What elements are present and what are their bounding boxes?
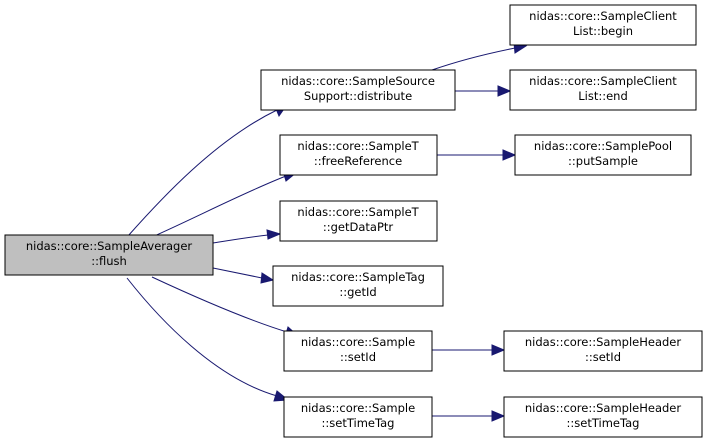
node-label-line1: nidas::core::Sample [301, 401, 415, 415]
node-label-line1: nidas::core::SampleClient [529, 74, 677, 88]
node-label-line1: nidas::core::SampleHeader [525, 401, 681, 415]
edge-root-getDataPtr [212, 229, 282, 244]
edge-root-setTimeTag [126, 277, 290, 402]
edge-setTimeTag-headerSetTimeTag [432, 410, 506, 422]
node-label-line2: List::begin [573, 24, 633, 38]
node-label-line2: ::getDataPtr [323, 220, 394, 234]
node-label-line2: ::getId [339, 285, 376, 299]
node-label-line2: ::flush [91, 254, 127, 268]
node-getId[interactable]: nidas::core::SampleTag ::getId [272, 265, 444, 307]
node-putSample[interactable]: nidas::core::SamplePool ::putSample [514, 134, 692, 176]
node-setId[interactable]: nidas::core::Sample ::setId [283, 330, 433, 372]
node-label-line1: nidas::core::SampleT [297, 205, 419, 219]
node-label-line1: nidas::core::Sample [301, 335, 415, 349]
node-label-line1: nidas::core::SampleClient [529, 9, 677, 23]
node-label-line2: List::end [578, 89, 628, 103]
node-label-line1: nidas::core::SampleSource [281, 74, 435, 88]
node-distribute[interactable]: nidas::core::SampleSource Support::distr… [260, 69, 456, 111]
node-label-line2: ::setTimeTag [322, 416, 395, 430]
node-label-line1: nidas::core::SampleAverager [26, 239, 193, 253]
node-root[interactable]: nidas::core::SampleAverager ::flush [4, 234, 214, 276]
node-label-line1: nidas::core::SamplePool [534, 139, 672, 153]
node-end[interactable]: nidas::core::SampleClient List::end [509, 69, 697, 111]
edge-root-getId [212, 267, 275, 284]
node-begin[interactable]: nidas::core::SampleClient List::begin [509, 4, 697, 46]
node-getDataPtr[interactable]: nidas::core::SampleT ::getDataPtr [279, 200, 438, 242]
node-setTimeTag[interactable]: nidas::core::Sample ::setTimeTag [283, 396, 433, 438]
edge-distribute-end [455, 85, 512, 97]
node-header-setTimeTag[interactable]: nidas::core::SampleHeader ::setTimeTag [503, 396, 703, 438]
node-label-line2: ::freeReference [314, 154, 402, 168]
node-label-line2: Support::distribute [304, 89, 412, 103]
edge-freeReference-putSample [437, 149, 517, 161]
node-label-line1: nidas::core::SampleHeader [525, 335, 681, 349]
edge-root-distribute [127, 103, 287, 237]
node-label-line1: nidas::core::SampleTag [291, 270, 425, 284]
node-header-setId[interactable]: nidas::core::SampleHeader ::setId [503, 330, 703, 372]
node-label-line2: ::putSample [568, 154, 638, 168]
node-label-line2: ::setId [340, 350, 376, 364]
node-freeReference[interactable]: nidas::core::SampleT ::freeReference [279, 134, 438, 176]
edge-distribute-begin [431, 42, 528, 71]
edge-setId-headerSetId [432, 344, 506, 356]
node-label-line1: nidas::core::SampleT [297, 139, 419, 153]
node-label-line2: ::setTimeTag [567, 416, 640, 430]
edge-root-freeReference [151, 170, 299, 238]
node-label-line2: ::setId [585, 350, 621, 364]
